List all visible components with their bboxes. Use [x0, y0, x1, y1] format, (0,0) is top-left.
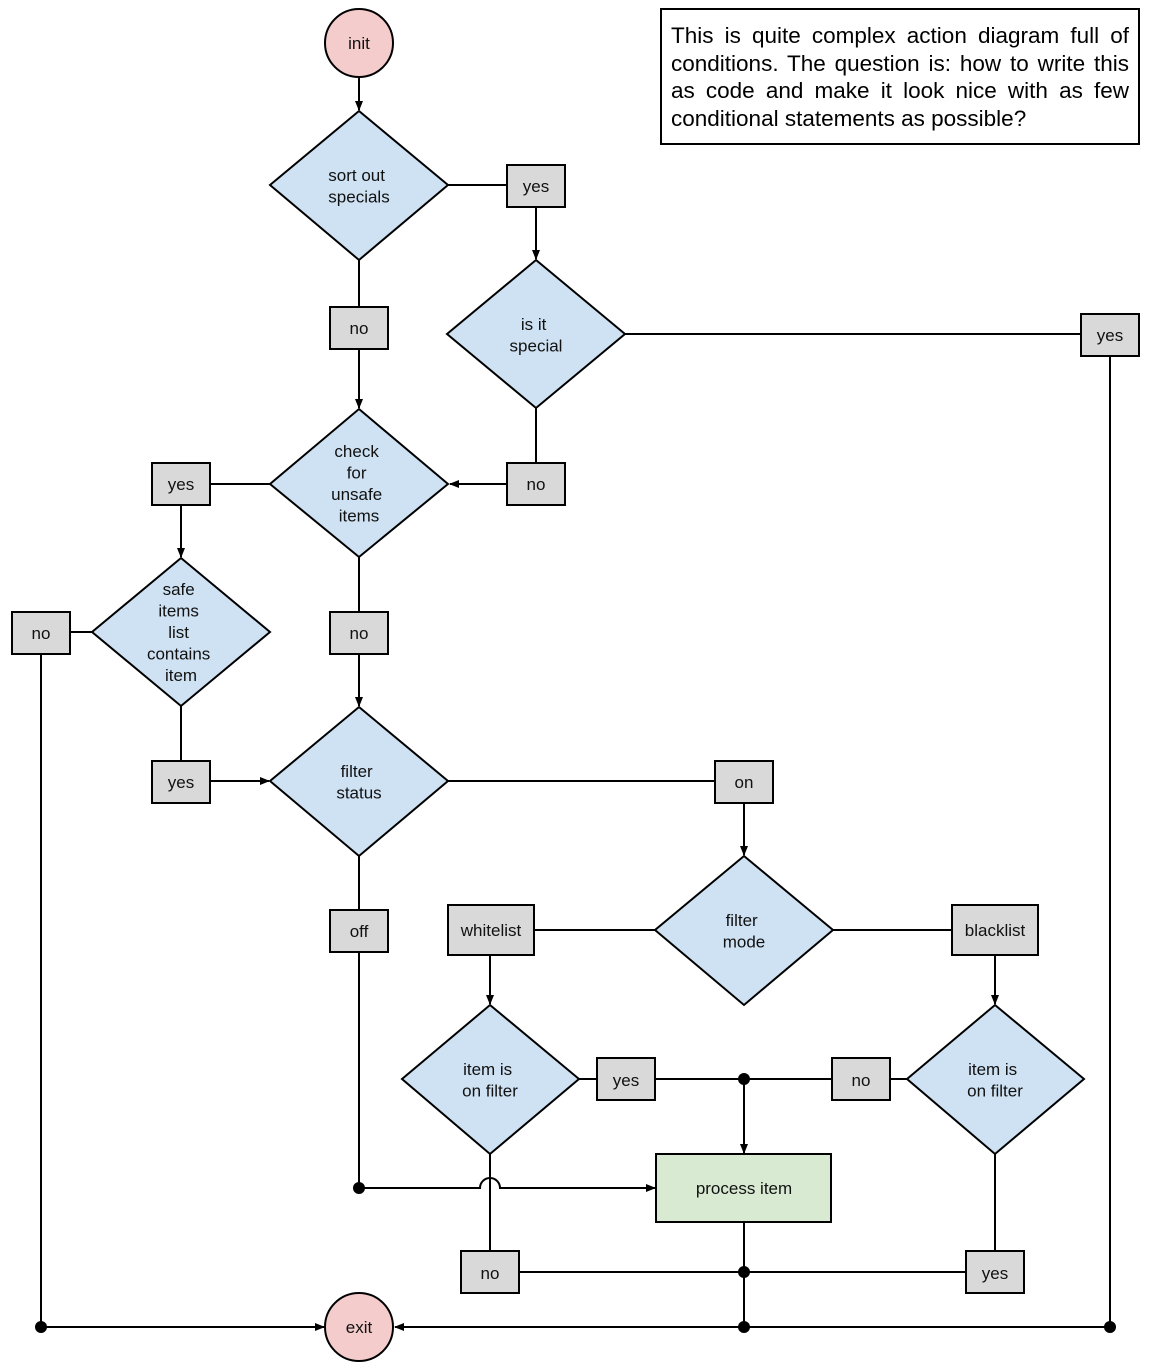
- init-label: init: [348, 34, 370, 53]
- edge-label-whitelist-yes: yes: [596, 1057, 656, 1101]
- decision-text: check for unsafe items: [331, 442, 387, 526]
- junction-dot: [738, 1266, 750, 1278]
- decision-text: is it special: [510, 315, 563, 356]
- edge-label-status-off: off: [329, 909, 389, 953]
- svg-text:yes: yes: [982, 1264, 1008, 1283]
- process-item-label: process item: [696, 1179, 792, 1198]
- decision-text: safe items list contains item: [147, 580, 215, 685]
- svg-text:yes: yes: [168, 773, 194, 792]
- decision-check-unsafe-items: check for unsafe items: [268, 407, 450, 559]
- edge-label-mode-whitelist: whitelist: [447, 904, 535, 956]
- svg-text:blacklist: blacklist: [965, 921, 1026, 940]
- decision-text: filter mode: [723, 911, 766, 952]
- init-node: init: [324, 8, 394, 78]
- junction-dot: [738, 1073, 750, 1085]
- exit-label: exit: [346, 1318, 373, 1337]
- svg-text:on: on: [735, 773, 754, 792]
- edge-label-status-on: on: [714, 760, 774, 804]
- decision-text: item is on filter: [967, 1060, 1023, 1101]
- decision-filter-status: filter status: [268, 705, 450, 858]
- edge-label-whitelist-no: no: [460, 1250, 520, 1294]
- svg-text:no: no: [852, 1071, 871, 1090]
- edge-label-unsafe-no: no: [329, 611, 389, 655]
- edge-off-to-process: [359, 1177, 656, 1192]
- decision-filter-mode: filter mode: [653, 854, 835, 1007]
- edge-label-blacklist-yes: yes: [965, 1250, 1025, 1294]
- edge-label-blacklist-no: no: [831, 1057, 891, 1101]
- svg-text:whitelist: whitelist: [460, 921, 522, 940]
- svg-text:no: no: [32, 624, 51, 643]
- svg-text:no: no: [350, 319, 369, 338]
- edges: [40, 78, 1111, 1331]
- decision-is-it-special: is it special: [445, 258, 627, 410]
- edge-label-unsafe-yes: yes: [151, 462, 211, 506]
- junction-dot: [35, 1321, 47, 1333]
- decision-text: item is on filter: [462, 1060, 518, 1101]
- svg-text:yes: yes: [613, 1071, 639, 1090]
- svg-text:no: no: [527, 475, 546, 494]
- junction-dot: [1104, 1321, 1116, 1333]
- edge-label-special-yes: yes: [1080, 313, 1140, 357]
- svg-text:yes: yes: [168, 475, 194, 494]
- process-item-node: process item: [655, 1153, 832, 1223]
- edge-label-sort-yes: yes: [506, 164, 566, 208]
- edge-label-sort-no: no: [329, 306, 389, 350]
- edge-label-special-no: no: [506, 462, 566, 506]
- edge-label-mode-blacklist: blacklist: [951, 904, 1039, 956]
- decision-whitelist-item-on-filter: item is on filter: [400, 1003, 581, 1156]
- svg-text:no: no: [350, 624, 369, 643]
- svg-text:no: no: [481, 1264, 500, 1283]
- decision-blacklist-item-on-filter: item is on filter: [905, 1003, 1086, 1156]
- decision-text: filter status: [336, 762, 381, 803]
- exit-node: exit: [324, 1292, 394, 1362]
- decision-sort-out-specials: sort out specials: [268, 109, 450, 262]
- svg-text:yes: yes: [523, 177, 549, 196]
- junction-dot: [738, 1321, 750, 1333]
- junction-dot: [353, 1182, 365, 1194]
- junctions: [35, 1073, 1116, 1333]
- svg-text:yes: yes: [1097, 326, 1123, 345]
- svg-text:off: off: [350, 922, 369, 941]
- edge-label-safe-no: no: [11, 611, 71, 655]
- note-box: This is quite complex action diagram ful…: [660, 8, 1140, 145]
- edge-label-safe-yes: yes: [151, 760, 211, 804]
- decision-safe-items-list: safe items list contains item: [90, 556, 272, 708]
- decision-text: sort out specials: [328, 166, 389, 207]
